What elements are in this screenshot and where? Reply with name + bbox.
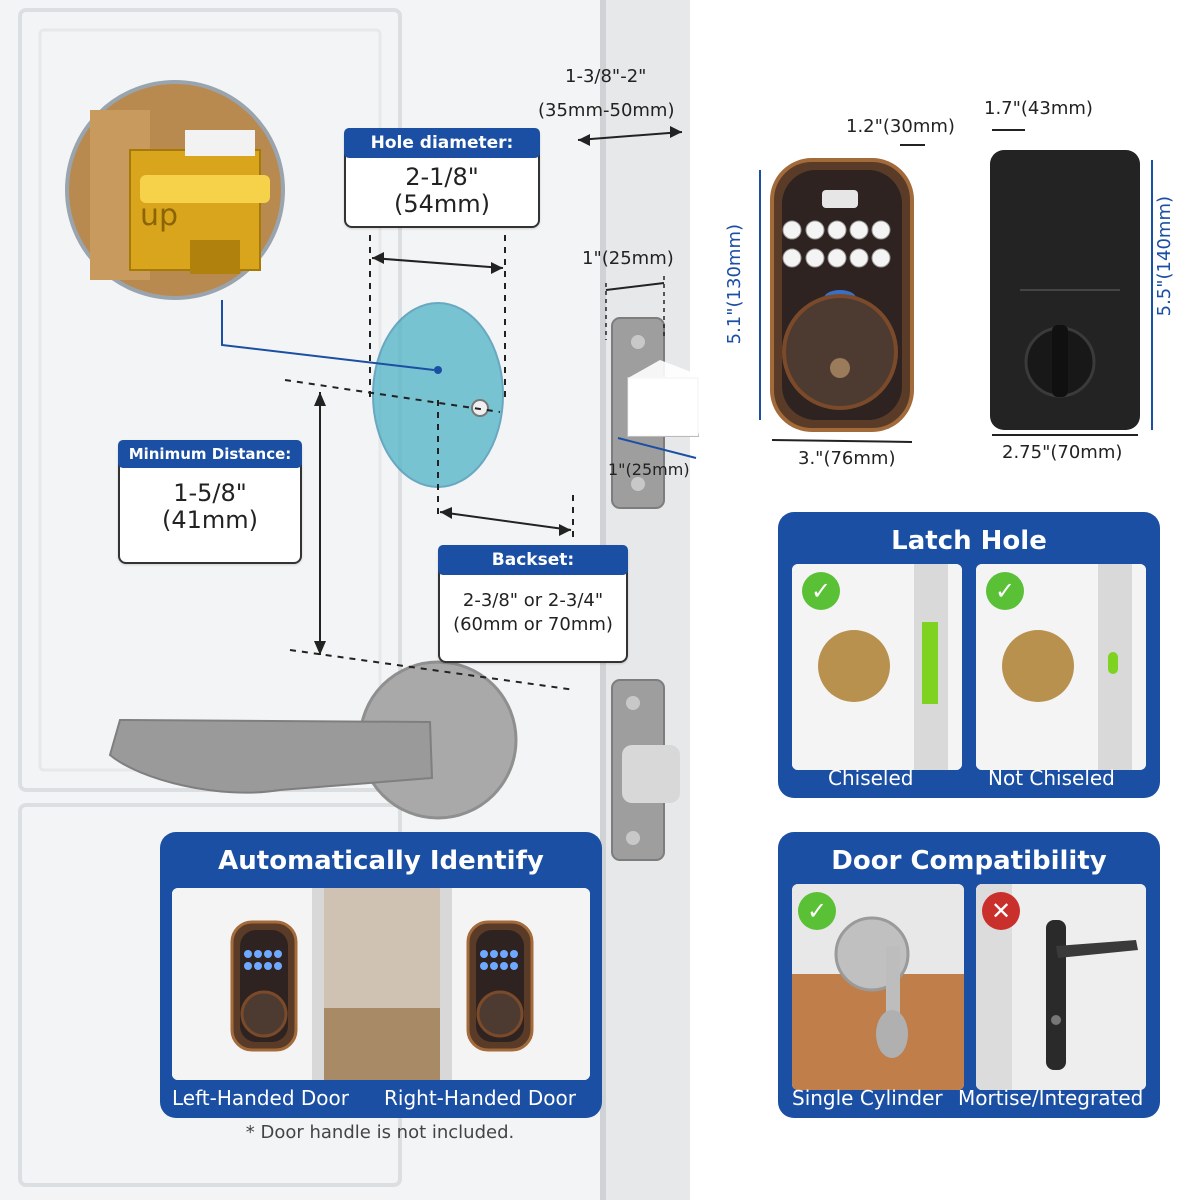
latch-hole-option-not-chiseled: ✓: [976, 564, 1146, 770]
handed-doors-illustration: [172, 888, 590, 1080]
lock-dimension-diagram: [759, 129, 1153, 443]
hole-diameter-header: Hole diameter:: [344, 128, 540, 158]
backset-value: 2-3/8" or 2-3/4": [462, 590, 604, 611]
hole-diameter-metric: (54mm): [393, 190, 491, 218]
hole-diameter-card: Hole diameter: 2-1/8" (54mm): [344, 128, 540, 228]
door-compatibility-title: Door Compatibility: [831, 846, 1107, 876]
left-handed-caption: Left-Handed Door: [172, 1086, 349, 1110]
latch-depth-label: 1"(25mm): [608, 460, 690, 479]
mortise-caption: Mortise/Integrated: [958, 1086, 1144, 1110]
backset-metric: (60mm or 70mm): [453, 614, 613, 635]
minimum-distance-header: Minimum Distance:: [118, 440, 302, 468]
latch-hole-title: Latch Hole: [891, 526, 1047, 556]
hole-diameter-value: 2-1/8": [405, 163, 479, 191]
front-width-label: 3."(76mm): [798, 448, 896, 469]
cross-icon: ✕: [982, 892, 1020, 930]
check-icon: ✓: [986, 572, 1024, 610]
front-height-label: 5.1"(130mm): [724, 224, 745, 345]
auto-identify-title: Automatically Identify: [218, 846, 544, 876]
back-depth-label: 1.7"(43mm): [984, 98, 1093, 119]
latch-hole-panel: Latch Hole ✓ ✓ Chiseled Not Chiseled: [778, 512, 1160, 798]
back-height-label: 5.5"(140mm): [1154, 196, 1175, 317]
minimum-distance-card: Minimum Distance: 1-5/8" (41mm): [118, 440, 302, 564]
back-width-label: 2.75"(70mm): [1002, 442, 1123, 463]
backset-card: Backset: 2-3/8" or 2-3/4" (60mm or 70mm): [438, 545, 628, 663]
latch-stamp-text: up: [140, 198, 178, 233]
compat-option-single-cylinder: ✓: [792, 884, 964, 1090]
chiseled-caption: Chiseled: [828, 766, 914, 790]
not-chiseled-caption: Not Chiseled: [988, 766, 1115, 790]
minimum-distance-metric: (41mm): [161, 506, 259, 534]
right-handed-caption: Right-Handed Door: [384, 1086, 577, 1110]
front-depth-label: 1.2"(30mm): [846, 116, 955, 137]
door-hand-image: [172, 888, 590, 1080]
check-icon: ✓: [802, 572, 840, 610]
check-icon: ✓: [798, 892, 836, 930]
door-thickness-label: 1-3/8"-2": [565, 66, 647, 87]
door-thickness-metric-label: (35mm-50mm): [538, 100, 675, 121]
backset-header: Backset:: [438, 545, 628, 575]
single-cylinder-caption: Single Cylinder: [792, 1086, 943, 1110]
door-compatibility-panel: Door Compatibility ✓ ✕ Single Cylinder M…: [778, 832, 1160, 1118]
compat-option-mortise: ✕: [976, 884, 1146, 1090]
footnote: * Door handle is not included.: [245, 1122, 515, 1143]
auto-identify-panel: Automatically Identify Left-Handed Door …: [160, 832, 602, 1118]
minimum-distance-value: 1-5/8": [173, 479, 247, 507]
latch-plate-width-label: 1"(25mm): [582, 248, 674, 269]
latch-hole-option-chiseled: ✓: [792, 564, 962, 770]
